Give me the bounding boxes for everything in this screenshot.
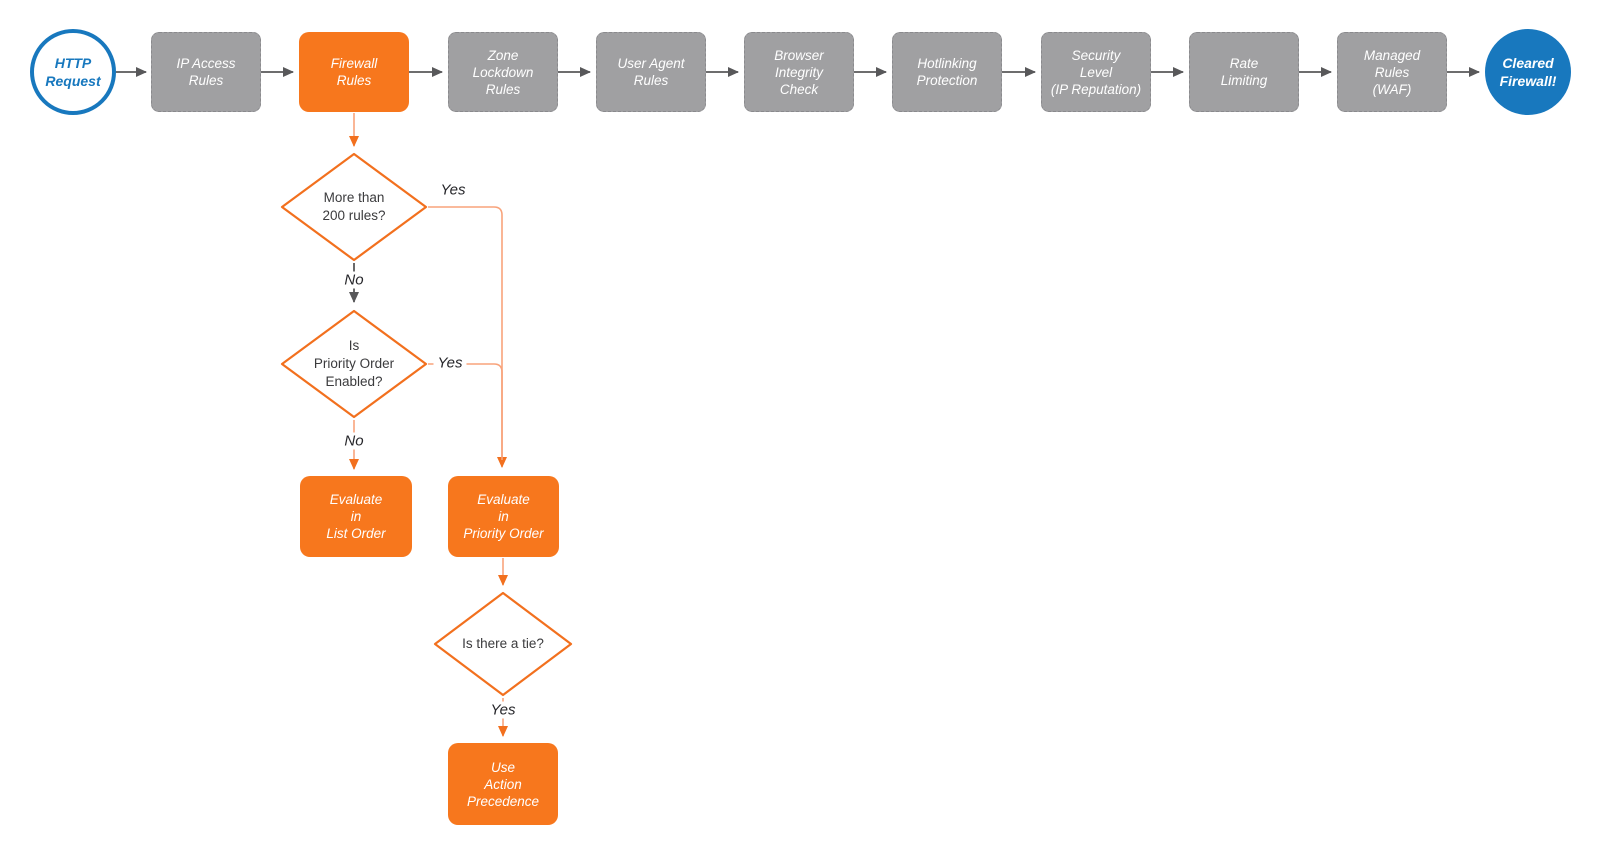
edge-decision-priority-enabled-yes (428, 363, 503, 460)
decision-priority-order-enabled: Is Priority Order Enabled? (280, 309, 428, 419)
node-hotlinking-protection-label: Hotlinking Protection (916, 56, 978, 88)
node-ip-access-rules-label: IP Access Rules (176, 56, 236, 88)
node-managed-rules-waf-label: Managed Rules (WAF) (1363, 47, 1421, 97)
edge-label-yes-tie: Yes (486, 701, 520, 719)
node-security-level-label: Security Level (IP Reputation) (1050, 47, 1142, 97)
node-cleared-firewall-label: Cleared Firewall! (1499, 55, 1557, 89)
node-evaluate-in-priority-order: Evaluate in Priority Order (448, 476, 559, 557)
node-use-action-precedence: Use Action Precedence (448, 743, 558, 825)
node-zone-lockdown-rules: Zone Lockdown Rules (448, 32, 558, 112)
node-hotlinking-protection: Hotlinking Protection (892, 32, 1002, 112)
diamond-shape (280, 152, 428, 262)
node-managed-rules-waf: Managed Rules (WAF) (1337, 32, 1447, 112)
edge-label-yes-priority-enabled: Yes (433, 354, 467, 372)
node-zone-lockdown-rules-label: Zone Lockdown Rules (472, 47, 534, 97)
edge-label-yes-200-rules: Yes (436, 181, 470, 199)
decision-more-than-200-rules-label: More than 200 rules? (322, 190, 386, 223)
node-use-action-precedence-label: Use Action Precedence (466, 759, 540, 809)
node-evaluate-in-list-order-label: Evaluate in List Order (326, 492, 386, 541)
diamond-shape (280, 309, 428, 419)
node-http-request-label: HTTP Request (45, 55, 101, 89)
edge-label-no-priority-enabled: No (340, 432, 368, 450)
node-security-level: Security Level (IP Reputation) (1041, 32, 1151, 112)
node-evaluate-in-list-order: Evaluate in List Order (300, 476, 412, 557)
node-browser-integrity-check-label: Browser Integrity Check (774, 47, 824, 97)
node-ip-access-rules: IP Access Rules (151, 32, 261, 112)
node-http-request: HTTP Request (30, 29, 116, 115)
diamond-shape (433, 591, 573, 697)
node-firewall-rules-label: Firewall Rules (330, 56, 378, 88)
node-cleared-firewall: Cleared Firewall! (1485, 29, 1571, 115)
node-user-agent-rules-label: User Agent Rules (617, 56, 685, 88)
node-evaluate-in-priority-order-label: Evaluate in Priority Order (463, 492, 544, 541)
decision-is-there-a-tie: Is there a tie? (433, 591, 573, 697)
node-rate-limiting: Rate Limiting (1189, 32, 1299, 112)
node-browser-integrity-check: Browser Integrity Check (744, 32, 854, 112)
decision-is-there-a-tie-label: Is there a tie? (462, 636, 544, 651)
node-user-agent-rules: User Agent Rules (596, 32, 706, 112)
decision-more-than-200-rules: More than 200 rules? (280, 152, 428, 262)
edge-label-no-200-rules: No (340, 271, 368, 289)
node-rate-limiting-label: Rate Limiting (1220, 56, 1268, 88)
decision-priority-order-enabled-label: Is Priority Order Enabled? (313, 338, 395, 389)
node-firewall-rules: Firewall Rules (299, 32, 409, 112)
edge-decision-200-rules-yes (428, 206, 507, 468)
